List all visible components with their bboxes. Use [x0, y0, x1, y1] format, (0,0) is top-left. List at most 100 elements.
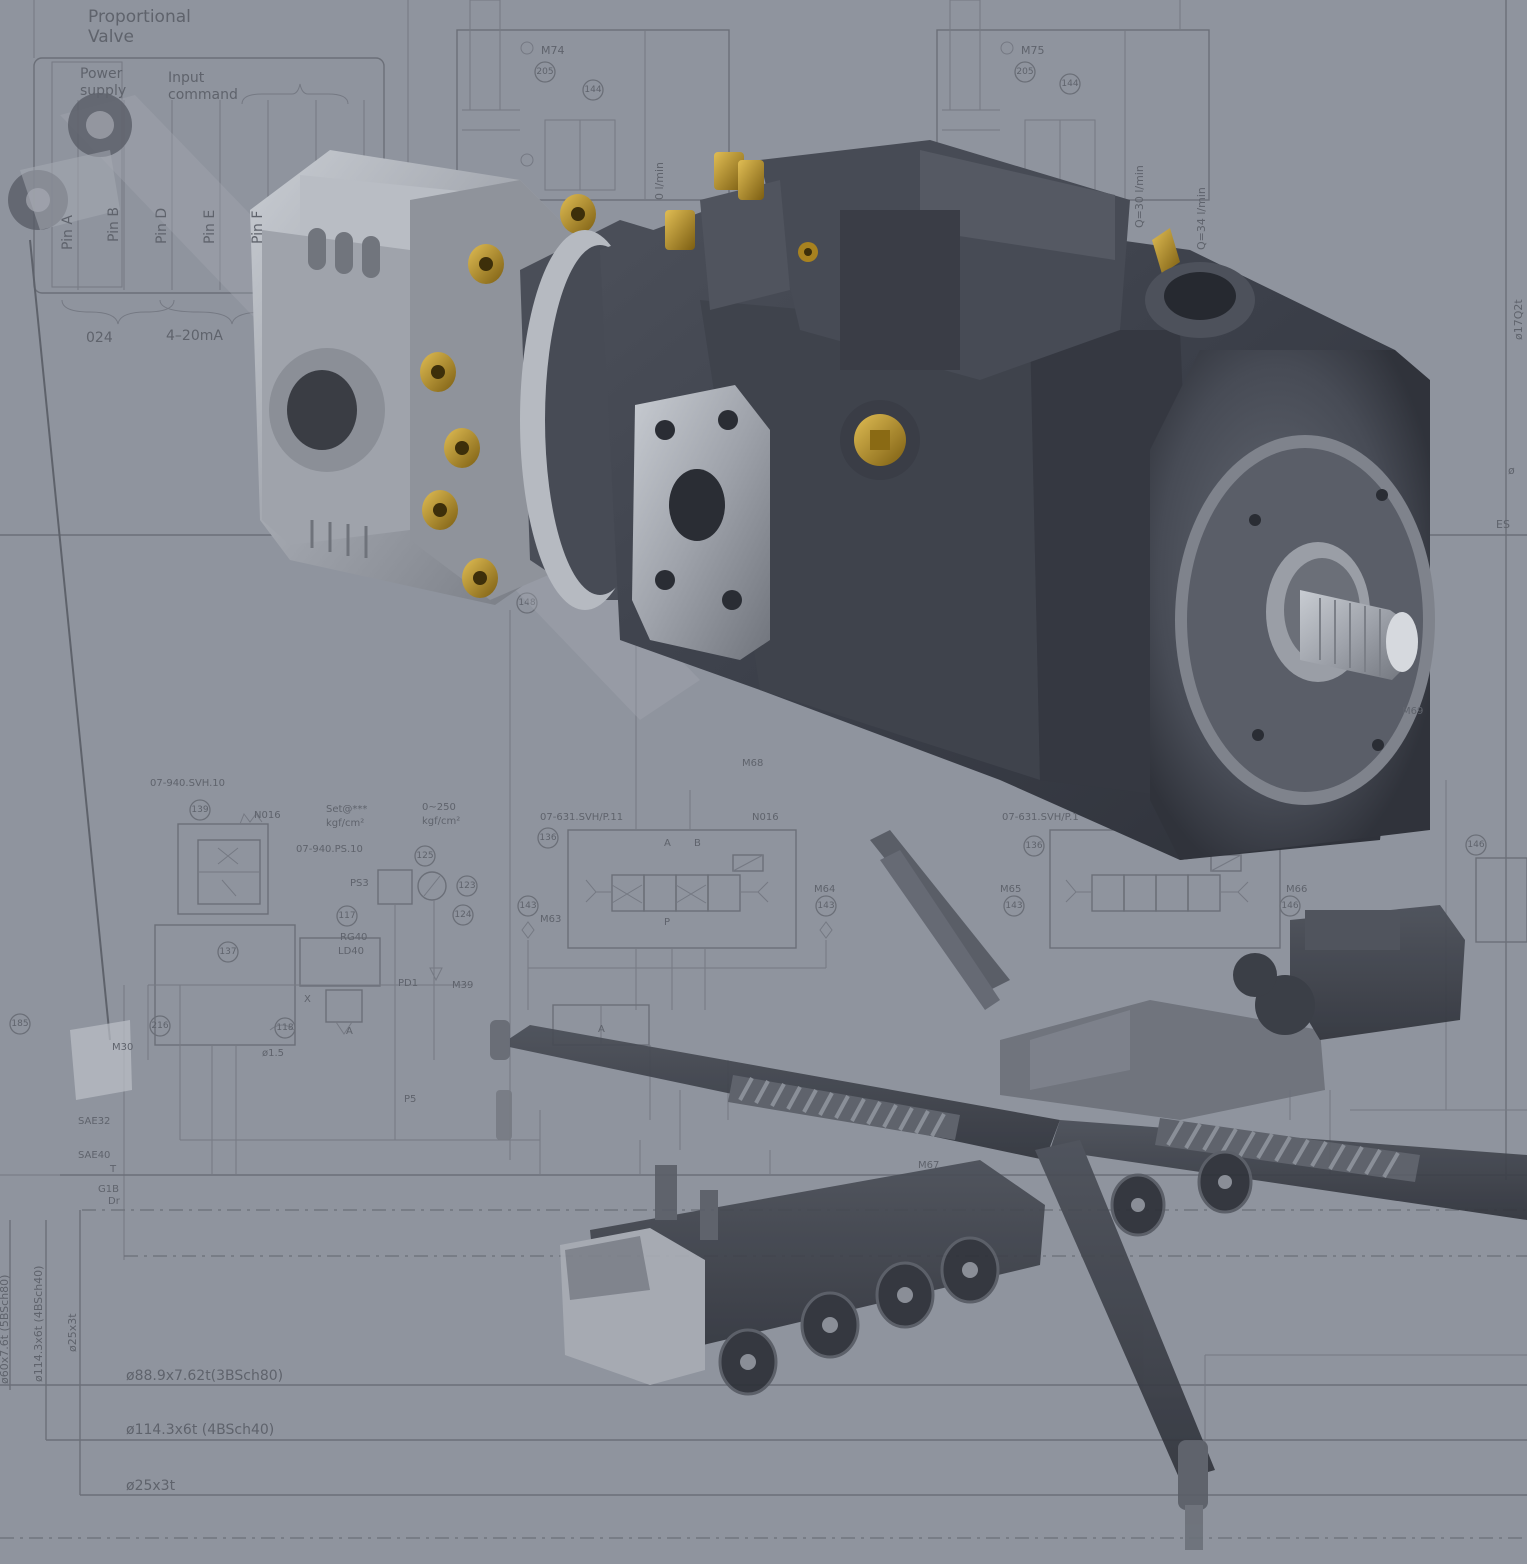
pipe-1-label: ø88.9x7.62t(3BSch80)	[126, 1368, 283, 1384]
set-unit-label: kgf/cm²	[326, 818, 364, 829]
callout-number: 144	[584, 85, 601, 95]
callout-number: 216	[151, 1021, 168, 1031]
callout-number: 148	[518, 598, 535, 608]
rg40-label: RG40	[340, 932, 367, 943]
m30-label: M30	[112, 1042, 133, 1053]
callout-number: 136	[539, 833, 556, 843]
r-label-1: ø	[1508, 464, 1515, 477]
callout-bubble	[582, 79, 604, 101]
port-m74-label: M74	[541, 44, 565, 57]
callout-bubble	[537, 827, 559, 849]
m39-label: M39	[452, 980, 473, 991]
callout-number: 185	[11, 1019, 28, 1029]
valve-title-line2: Valve	[88, 27, 134, 47]
part-631-b-label: 07-631.SVH/P.1	[1002, 812, 1079, 823]
pipe-2-label: ø114.3x6t (4BSch40)	[126, 1422, 274, 1438]
part-940-ps-label: 07-940.PS.10	[296, 844, 363, 855]
t-port-label: T	[109, 1164, 117, 1175]
callout-bubble	[1003, 895, 1025, 917]
callout-bubble	[149, 1015, 171, 1037]
callout-bubble	[274, 1017, 296, 1039]
callout-bubble	[516, 592, 538, 614]
r-label-2: ES	[1496, 518, 1510, 531]
g1b-label: G1B	[98, 1184, 119, 1195]
pin-e-label: Pin E	[202, 210, 218, 244]
input-label-2: command	[168, 87, 238, 103]
current-label: 4–20mA	[166, 328, 223, 344]
p-port-label-mid: P	[664, 917, 670, 928]
phi15-label: ø1.5	[262, 1048, 284, 1059]
pin-f-label: Pin F	[250, 211, 266, 244]
n016-label-left: N016	[254, 810, 281, 821]
flow-3-label: Q=34 l/min	[1195, 187, 1208, 250]
sae-b-label: SAE40	[78, 1150, 110, 1161]
brass-bolts	[420, 194, 596, 598]
flow-1-label: 0 l/min	[653, 162, 666, 200]
callout-bubble	[189, 799, 211, 821]
callout-bubble	[336, 905, 358, 927]
dr-label: Dr	[108, 1196, 121, 1207]
range-unit-label: kgf/cm²	[422, 816, 460, 827]
range-pressure-label: 0~250	[422, 802, 456, 813]
callout-number: 118	[276, 1023, 293, 1033]
pipe-r1-label: ø17Q2t	[1512, 299, 1525, 340]
input-label-1: Input	[168, 70, 205, 86]
callout-number: 125	[416, 851, 433, 861]
callout-bubble	[456, 875, 478, 897]
schematic-labels: Proportional Valve Power supply Input co…	[0, 7, 1525, 1494]
m67-label: M67	[918, 1160, 939, 1171]
pin-d-label: Pin D	[154, 208, 170, 244]
m66-label: M66	[1286, 884, 1307, 895]
part-631-a-label: 07-631.SVH/P.11	[540, 812, 623, 823]
pin-a-label: Pin A	[60, 215, 76, 250]
callout-number: 205	[536, 67, 553, 77]
ld40-label: LD40	[338, 946, 364, 957]
callout-bubble	[815, 895, 837, 917]
callout-bubble	[517, 895, 539, 917]
crane-illustration	[490, 830, 1527, 1550]
hydraulic-pump-illustration	[8, 93, 1435, 1100]
pipe-v3-label: ø60x7.6t (5BSch80)	[0, 1275, 11, 1384]
callout-number: 123	[458, 881, 475, 891]
callout-bubble	[1059, 73, 1081, 95]
callout-number: 146	[1281, 901, 1298, 911]
sae-a-label: SAE32	[78, 1116, 110, 1127]
pipe-3-label: ø25x3t	[126, 1478, 176, 1494]
a-port-label-block: A	[598, 1024, 605, 1035]
callout-bubble	[1023, 835, 1045, 857]
callout-number: 143	[1005, 901, 1022, 911]
p5-label: P5	[404, 1094, 416, 1105]
flow-2-label: Q=30 l/min	[1133, 165, 1146, 228]
m64-label: M64	[814, 884, 835, 895]
callout-number: 137	[219, 947, 236, 957]
callout-bubble	[217, 941, 239, 963]
callout-bubble	[534, 61, 556, 83]
callout-number: 117	[338, 911, 355, 921]
pin-b-label: Pin B	[106, 207, 122, 242]
callout-number: 143	[817, 901, 834, 911]
part-940-svh-label: 07-940.SVH.10	[150, 778, 225, 789]
voltage-label: 024	[86, 330, 113, 346]
callout-number: 136	[1025, 841, 1042, 851]
callout-bubble	[9, 1013, 31, 1035]
callout-number: 205	[1016, 67, 1033, 77]
pd1-label: PD1	[398, 978, 418, 989]
power-label-2: supply	[80, 83, 126, 99]
valve-title-line1: Proportional	[88, 7, 191, 27]
port-m75-label: M75	[1021, 44, 1045, 57]
callout-bubble	[1014, 61, 1036, 83]
callout-number: 124	[454, 910, 471, 920]
callout-bubble	[1279, 895, 1301, 917]
a-port-label-mid: A	[664, 838, 671, 849]
m69-label: M69	[1402, 706, 1423, 717]
ps3-label: PS3	[350, 878, 369, 889]
n016-label-mid: N016	[752, 812, 779, 823]
pipe-v2-label: ø25x3t	[66, 1313, 79, 1352]
callout-bubble	[1465, 834, 1487, 856]
set-pressure-label: Set@***	[326, 804, 367, 815]
callout-bubble	[414, 845, 436, 867]
callout-number: 144	[1061, 79, 1078, 89]
callout-bubbles: 2051442051441391371251231241171181431361…	[9, 61, 1487, 1039]
m63-label: M63	[540, 914, 561, 925]
